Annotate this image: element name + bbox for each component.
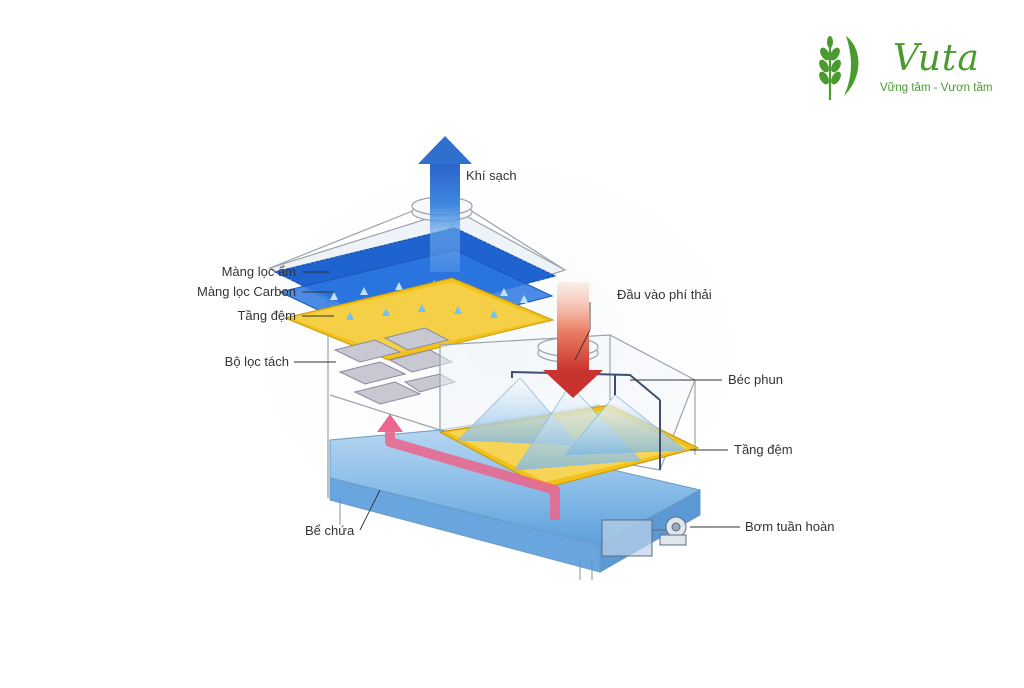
label-spray-nozzle: Béc phun: [728, 372, 783, 387]
label-carbon-filter: Màng lọc Carbon: [197, 284, 296, 299]
leader-lines: [294, 271, 740, 531]
label-tank: Bể chứa: [305, 523, 355, 538]
wheat-leaf-icon: [819, 36, 859, 100]
circulation-arrow: [385, 430, 560, 520]
label-waste-gas-inlet: Đầu vào phí thải: [617, 287, 712, 302]
label-separator-filter: Bộ lọc tách: [225, 354, 289, 369]
clean-air-arrow: [418, 136, 472, 272]
label-moisture-filter: Màng lọc ẩm: [222, 264, 296, 279]
label-padding-layer-right: Tầng đệm: [734, 442, 793, 457]
brand-name: Vuta: [893, 38, 980, 79]
label-padding-layer-left: Tầng đệm: [237, 308, 296, 323]
circulation-arrow-head: [377, 414, 403, 432]
waste-gas-inlet-arrow: [543, 282, 603, 398]
spray-cones: [457, 377, 687, 471]
label-circulation-pump: Bơm tuần hoàn: [745, 519, 834, 534]
padding-layer-left: [283, 277, 555, 361]
circulation-pump: [601, 516, 687, 557]
brand-tagline: Vững tâm - Vươn tầm: [880, 82, 993, 94]
label-clean-air: Khí sạch: [466, 168, 517, 183]
